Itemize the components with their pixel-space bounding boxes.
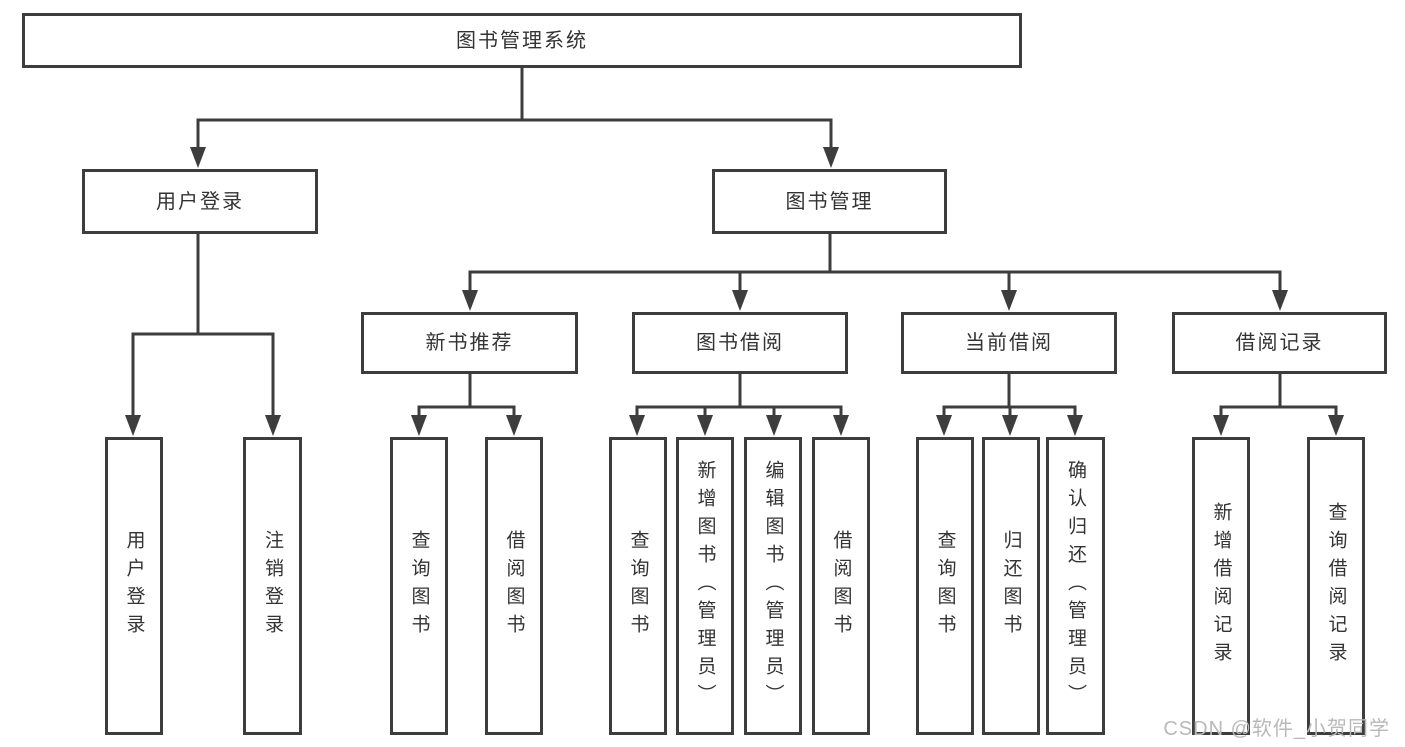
arrowhead [823,147,839,168]
arrowhead [1328,415,1344,436]
arrowhead [1272,290,1288,311]
connector-recommend-to-leaves [417,372,516,424]
leaf-borrow-books-recommend: 借阅图书 [485,437,543,735]
leaf-query-books-recommend: 查询图书 [390,437,448,735]
leaf-edit-book-admin: 编辑图书（管理员） [744,437,802,735]
arrowhead [506,415,522,436]
node-book-borrowing: 图书借阅 [632,312,848,374]
connector-current-to-leaves [942,372,1077,424]
arrowhead [732,290,748,311]
node-user-login: 用户登录 [82,169,318,234]
arrowhead [190,147,206,168]
leaf-confirm-return-admin: 确认归还（管理员） [1046,437,1105,735]
arrowhead [629,415,645,436]
node-book-management: 图书管理 [712,169,947,234]
connector-records-to-leaves [1219,372,1338,424]
node-current-borrowing: 当前借阅 [901,312,1117,374]
node-new-book-recommendation: 新书推荐 [361,312,578,374]
arrowhead [462,290,478,311]
arrowhead [1001,290,1017,311]
node-borrowing-records: 借阅记录 [1172,312,1387,374]
connector-bookmgmt-to-level3 [468,232,1282,299]
connector-userlogin-to-leaves [131,232,275,424]
leaf-query-books-current: 查询图书 [916,437,974,735]
arrowhead [936,415,952,436]
arrowhead [1002,415,1018,436]
leaf-logout: 注销登录 [243,437,302,735]
csdn-watermark: CSDN @软件_小贺同学 [1163,718,1390,740]
leaf-query-borrow-record: 查询借阅记录 [1307,437,1365,735]
arrowhead [1213,415,1229,436]
leaf-add-borrow-record: 新增借阅记录 [1192,437,1250,735]
arrowhead [697,415,713,436]
arrowhead [766,415,782,436]
node-library-management-system: 图书管理系统 [22,13,1022,68]
leaf-add-book-admin: 新增图书（管理员） [676,437,734,735]
arrowhead [265,415,281,436]
connector-root-to-level2 [196,66,833,156]
arrowhead [125,415,141,436]
arrowhead [1067,415,1083,436]
leaf-query-books-borrow: 查询图书 [609,437,667,735]
leaf-user-login: 用户登录 [105,437,163,735]
connector-borrow-to-leaves [635,372,843,424]
leaf-return-books: 归还图书 [982,437,1040,735]
arrowhead [833,415,849,436]
leaf-borrow-books: 借阅图书 [812,437,870,735]
arrowhead [411,415,427,436]
